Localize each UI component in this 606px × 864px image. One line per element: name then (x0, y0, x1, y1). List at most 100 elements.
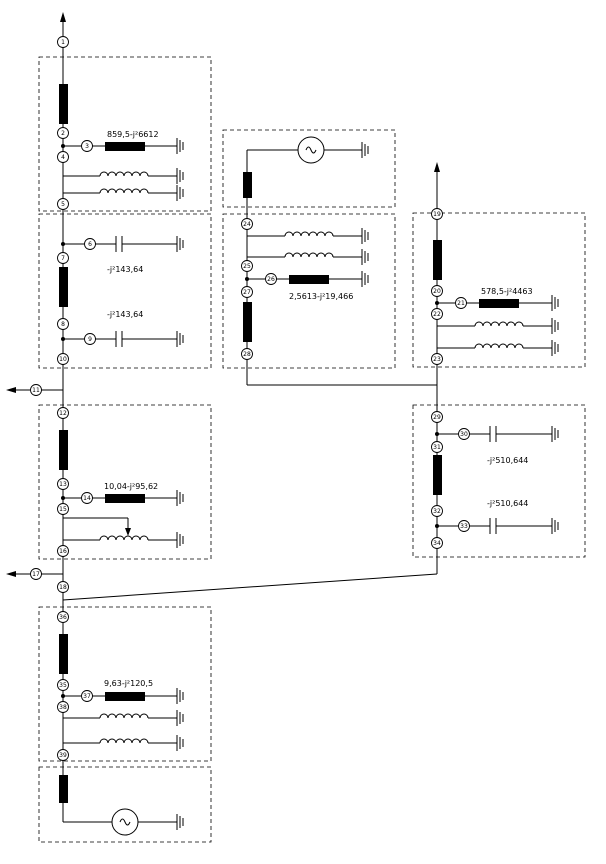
group-box-i (412, 404, 586, 558)
group-box-g (222, 213, 396, 369)
node-13: 13 (57, 478, 69, 490)
node-14: 14 (81, 492, 93, 504)
ground-icon (176, 814, 184, 830)
resistor-12-13 (59, 430, 68, 470)
svg-text:4: 4 (61, 154, 65, 161)
label-capacitor-6: -j²143,64 (107, 265, 143, 274)
ground-icon (361, 142, 369, 158)
node-20: 20 (431, 285, 443, 297)
resistor-3 (105, 142, 145, 151)
node-29: 29 (431, 411, 443, 423)
ground-icon (176, 168, 184, 184)
node-35: 35 (57, 679, 69, 691)
ac-source-icon (297, 136, 325, 164)
svg-text:24: 24 (243, 221, 251, 228)
svg-text:11: 11 (32, 387, 40, 394)
ground-icon (176, 138, 184, 154)
ground-icon (176, 490, 184, 506)
svg-text:17: 17 (32, 571, 40, 578)
node-22: 22 (431, 308, 443, 320)
svg-text:13: 13 (59, 481, 67, 488)
coil-icon (99, 535, 149, 541)
svg-text:6: 6 (88, 241, 92, 248)
svg-text:10: 10 (59, 356, 67, 363)
node-27: 27 (241, 286, 253, 298)
node-39: 39 (57, 749, 69, 761)
ground-icon (176, 710, 184, 726)
node-30: 30 (458, 428, 470, 440)
ground-icon (176, 688, 184, 704)
node-5: 5 (57, 198, 69, 210)
resistor-36-35 (59, 634, 68, 674)
ground-icon (176, 331, 184, 347)
label-impedance-21: 578,5-j²4463 (481, 287, 533, 296)
svg-text:21: 21 (457, 300, 465, 307)
svg-text:36: 36 (59, 614, 67, 621)
group-box-d (38, 606, 212, 762)
svg-text:31: 31 (433, 444, 441, 451)
ground-icon (551, 318, 559, 334)
group-box-b (38, 213, 212, 369)
svg-text:30: 30 (460, 431, 468, 438)
resistor-1-2 (59, 84, 68, 124)
node-31: 31 (431, 441, 443, 453)
label-impedance-26: 2,5613-j²19,466 (289, 292, 353, 301)
node-3: 3 (81, 140, 93, 152)
resistor-src-24 (243, 172, 252, 198)
svg-text:1: 1 (61, 39, 65, 46)
svg-text:22: 22 (433, 311, 441, 318)
ground-icon (551, 295, 559, 311)
node-2: 2 (57, 127, 69, 139)
svg-text:39: 39 (59, 752, 67, 759)
node-10: 10 (57, 353, 69, 365)
node-9: 9 (84, 333, 96, 345)
svg-text:9: 9 (88, 336, 92, 343)
ground-icon (361, 249, 369, 265)
node-37: 37 (81, 690, 93, 702)
label-capacitor-30: -j²510,644 (487, 456, 528, 465)
svg-text:29: 29 (433, 414, 441, 421)
coil-icon (99, 171, 149, 177)
group-box-f (222, 129, 396, 208)
group-box-e (38, 766, 212, 843)
resistor-39-src (59, 775, 68, 803)
resistor-21 (479, 299, 519, 308)
svg-text:14: 14 (83, 495, 91, 502)
node-26: 26 (265, 273, 277, 285)
svg-text:3: 3 (85, 143, 89, 150)
svg-text:16: 16 (59, 548, 67, 555)
resistor-19-20 (433, 240, 442, 280)
ground-symbols (176, 138, 559, 830)
arrow-icon (434, 162, 440, 172)
node-28: 28 (241, 348, 253, 360)
ground-icon (551, 518, 559, 534)
svg-text:5: 5 (61, 201, 65, 208)
svg-text:32: 32 (433, 508, 441, 515)
node-12: 12 (57, 407, 69, 419)
node-16: 16 (57, 545, 69, 557)
resistor-26 (289, 275, 329, 284)
node-38: 38 (57, 701, 69, 713)
label-capacitor-33: -j²510,644 (487, 499, 528, 508)
coil-icon (99, 188, 149, 194)
node-36: 36 (57, 611, 69, 623)
ground-icon (176, 185, 184, 201)
node-8: 8 (57, 318, 69, 330)
node-19: 19 (431, 208, 443, 220)
svg-text:19: 19 (433, 211, 441, 218)
label-impedance-37: 9,63-j²120,5 (104, 679, 153, 688)
node-1: 1 (57, 36, 69, 48)
arrow-icon (60, 12, 66, 22)
ground-icon (551, 340, 559, 356)
svg-text:20: 20 (433, 288, 441, 295)
coil-icon (99, 738, 149, 744)
svg-text:38: 38 (59, 704, 67, 711)
ground-icon (361, 228, 369, 244)
ground-icon (176, 236, 184, 252)
svg-text:35: 35 (59, 682, 67, 689)
node-6: 6 (84, 238, 96, 250)
arrow-icon (6, 387, 16, 393)
resistor-37 (105, 692, 145, 701)
label-impedance-14: 10,04-j²95,62 (104, 482, 158, 491)
